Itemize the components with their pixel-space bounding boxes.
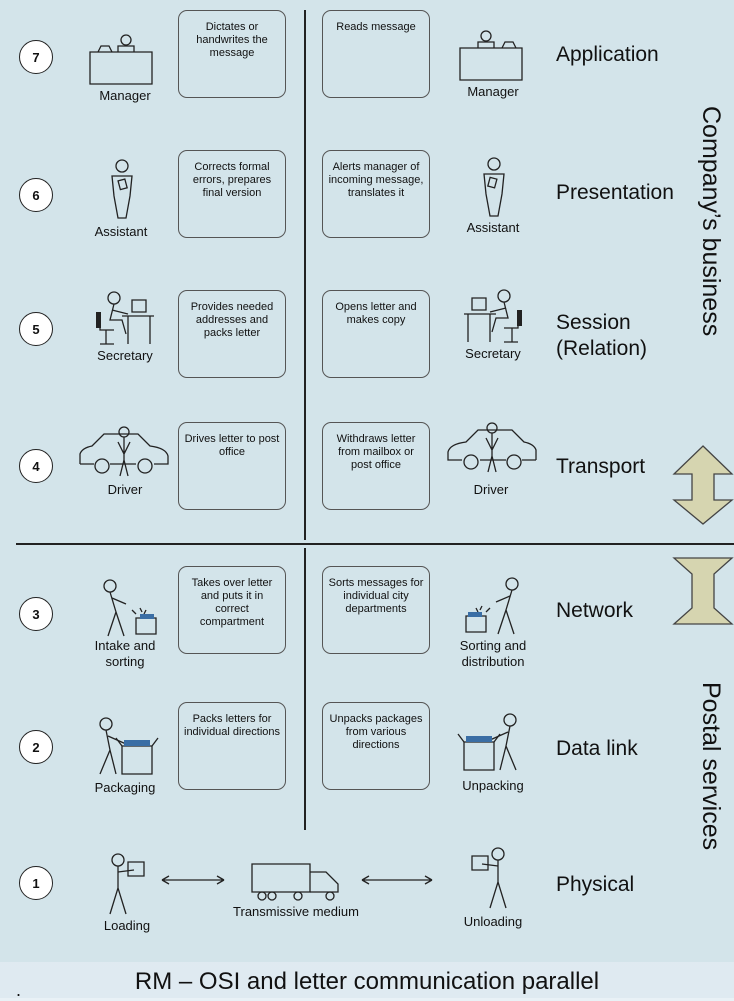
transport-interface-arrow-icon [672,444,734,526]
assistant-person-icon [478,156,510,218]
layer-7-sender-task: Dictates or handwrites the message [178,10,286,98]
diagram-title: RM – OSI and letter communication parall… [134,968,600,995]
layer-2-name: Data link [556,737,638,760]
layer-1-receiver-label: Unloading [463,914,523,929]
layer-5-sender-task: Provides needed addresses and packs lett… [178,290,286,378]
layer-4-number: 4 [19,449,53,483]
bullet-dot: . [16,980,22,1000]
double-arrow-icon [160,874,226,886]
assistant-person-icon [106,158,138,220]
layer-4-sender-label: Driver [107,482,143,497]
unpacking-icon [458,712,524,772]
secretary-desk-icon [462,288,522,344]
layer-2-sender-label: Packaging [94,780,156,795]
layer-3-sender-task: Takes over letter and puts it in correct… [178,566,286,654]
loading-person-icon [104,852,148,916]
layer-2-sender-task: Packs letters for individual directions [178,702,286,790]
transmissive-medium-label: Transmissive medium [233,904,359,919]
layer-1-sender-label: Loading [103,918,151,933]
layer-3-receiver-label: Sorting and distribution [459,638,527,669]
center-divider-bottom [304,548,306,830]
layer-3-receiver-task: Sorts messages for individual city depar… [322,566,430,654]
layer-6-receiver-label: Assistant [466,220,520,235]
layer-3-name: Network [556,599,634,622]
layer-5-number: 5 [19,312,53,346]
layer-6-sender-label: Assistant [94,224,148,239]
postal-services-side-label: Postal services [697,682,725,851]
sorting-person-icon [456,576,526,636]
layer-5-receiver-task: Opens letter and makes copy [322,290,430,378]
layer-2-receiver-label: Unpacking [462,778,524,793]
layer-7-sender-label: Manager [99,88,151,103]
manager-desk-icon [458,30,524,82]
manager-desk-icon [88,34,154,86]
packaging-icon [92,716,158,776]
layer-3-sender-label: Intake and sorting [94,638,156,669]
layer-2-receiver-task: Unpacks packages from various directions [322,702,430,790]
unloading-person-icon [468,846,512,910]
layer-6-receiver-task: Alerts manager of incoming message, tran… [322,150,430,238]
company-business-side-label: Company’s business [697,106,725,337]
layer-7-receiver-label: Manager [467,84,519,99]
truck-icon [250,862,344,902]
layer-4-sender-task: Drives letter to post office [178,422,286,510]
layer-6-number: 6 [19,178,53,212]
business-postal-divider [16,543,734,545]
layer-4-receiver-label: Driver [473,482,509,497]
secretary-desk-icon [96,290,156,346]
layer-7-name: Application [556,43,659,66]
layer-6-name: Presentation [556,181,674,204]
layer-4-receiver-task: Withdraws letter from mailbox or post of… [322,422,430,510]
layer-5-name: Session (Relation) [556,311,648,360]
double-arrow-icon [360,874,434,886]
layer-5-receiver-label: Secretary [465,346,521,361]
layer-2-number: 2 [19,730,53,764]
sorting-person-icon [96,578,166,638]
car-icon [78,424,170,478]
layer-3-number: 3 [19,597,53,631]
layer-1-name: Physical [556,873,635,896]
layer-1-number: 1 [19,866,53,900]
center-divider-top [304,10,306,540]
layer-7-number: 7 [19,40,53,74]
network-interface-arrow-icon [672,556,734,626]
layer-4-name: Transport [556,455,646,478]
layer-7-receiver-task: Reads message [322,10,430,98]
layer-5-sender-label: Secretary [97,348,153,363]
layer-6-sender-task: Corrects formal errors, prepares final v… [178,150,286,238]
car-icon [446,420,538,474]
